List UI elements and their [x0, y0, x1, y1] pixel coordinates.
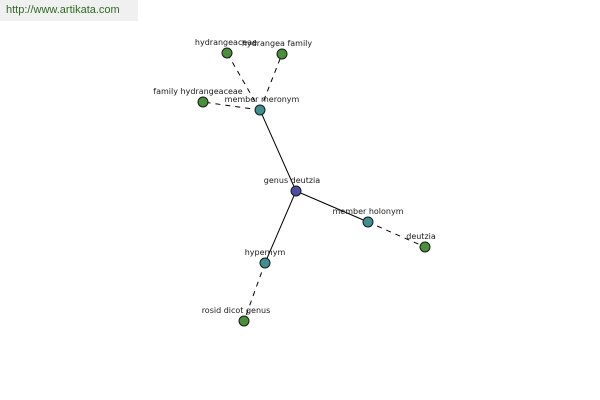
node-label-genus-deutzia[interactable]: genus deutzia [264, 176, 320, 185]
node-label-member-holonym[interactable]: member holonym [332, 207, 403, 216]
node-hydrangea-family[interactable] [276, 48, 288, 60]
nodes-layer [197, 47, 431, 327]
source-url-banner[interactable]: http://www.artikata.com [0, 0, 138, 21]
node-family-hydrangeaceae[interactable] [197, 96, 209, 108]
node-member-meronym[interactable] [254, 104, 266, 116]
node-deutzia[interactable] [419, 241, 431, 253]
node-label-rosid-dicot-genus[interactable]: rosid dicot genus [202, 306, 271, 315]
edge-genus-deutzia-to-member-meronym [259, 109, 297, 192]
node-label-hypernym[interactable]: hypernym [245, 248, 286, 257]
edge-hypernym-to-rosid-dicot-genus [243, 262, 266, 322]
edge-member-meronym-to-hydrangea-family [259, 53, 283, 111]
node-label-hydrangeaceae[interactable]: hydrangeaceae [195, 38, 257, 47]
labels-layer: genus deutzia member meronym member holony… [153, 38, 436, 315]
edge-genus-deutzia-to-hypernym [264, 190, 297, 264]
edges-layer [202, 52, 426, 322]
node-label-hydrangea-family[interactable]: hydrangea family [242, 39, 313, 48]
node-rosid-dicot-genus[interactable] [238, 315, 250, 327]
node-genus-deutzia[interactable] [290, 185, 302, 197]
node-label-deutzia[interactable]: deutzia [406, 232, 436, 241]
node-hypernym[interactable] [259, 257, 271, 269]
node-member-holonym[interactable] [362, 216, 374, 228]
node-hydrangeaceae[interactable] [221, 47, 233, 59]
edge-member-meronym-to-hydrangeaceae [226, 52, 261, 111]
edge-member-holonym-to-deutzia [367, 221, 426, 248]
node-label-member-meronym[interactable]: member meronym [225, 95, 300, 104]
edge-genus-deutzia-to-member-holonym [295, 190, 369, 223]
node-label-family-hydrangeaceae[interactable]: family hydrangeaceae [153, 87, 243, 96]
